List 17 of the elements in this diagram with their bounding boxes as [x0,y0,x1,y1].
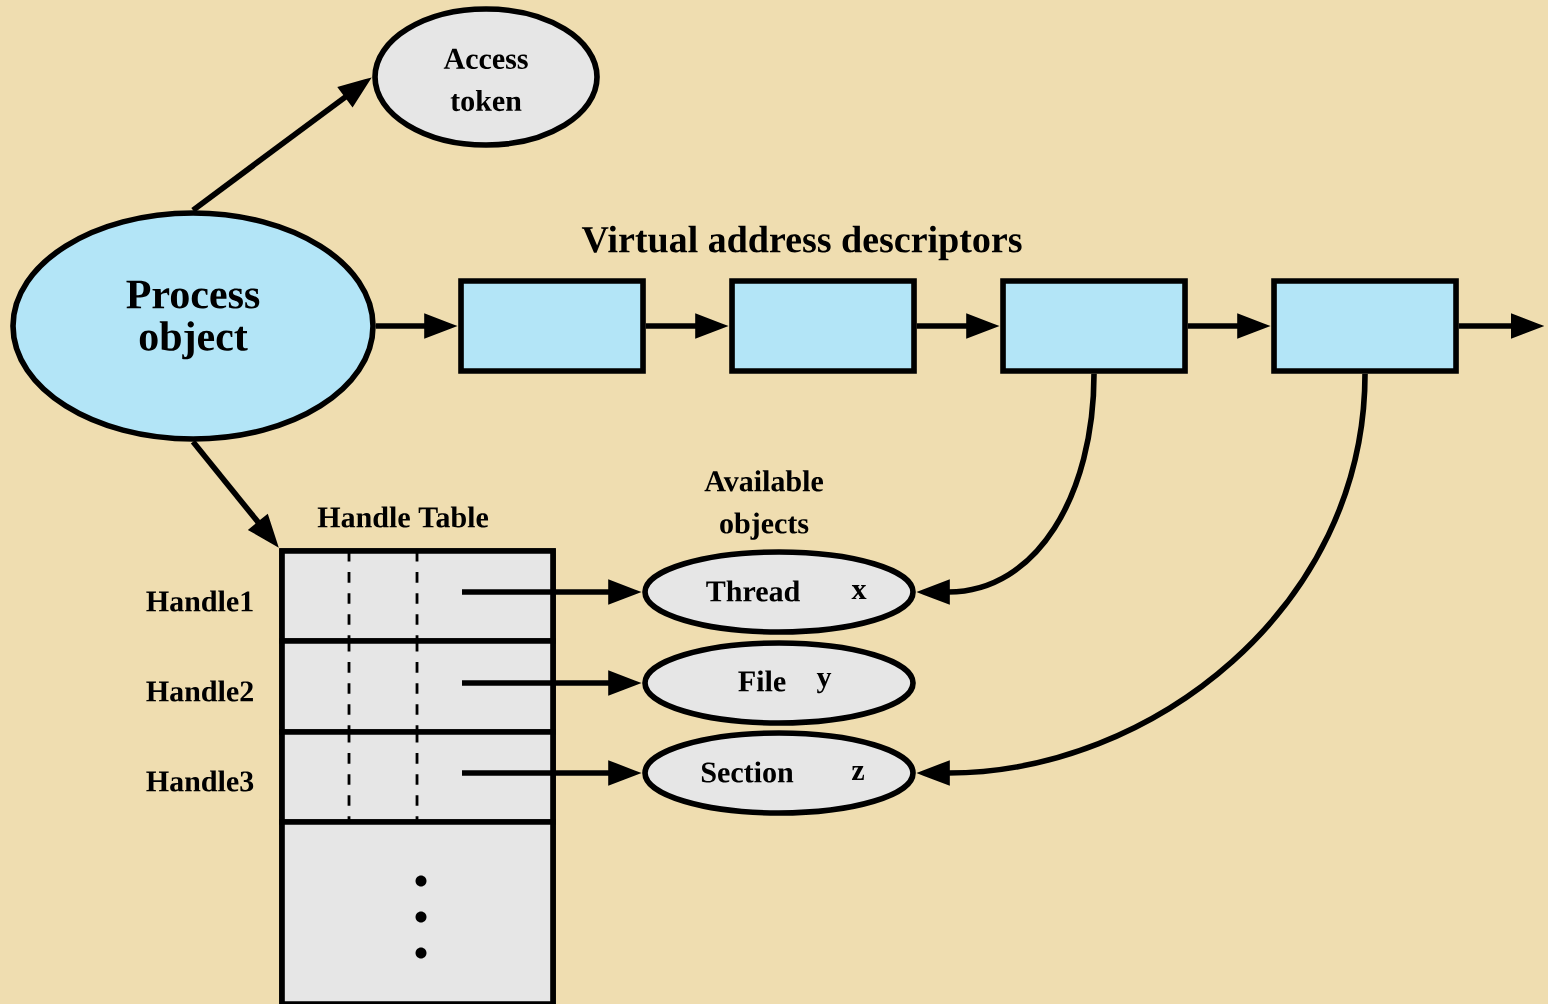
handle-label: Handle1 [146,590,253,612]
node-label: Handle Table [317,506,489,528]
node-label: y [816,672,832,694]
node-label: x [851,585,867,599]
node-label: Thread [706,580,800,602]
node-label: File [738,670,786,692]
node-label: Process object [126,280,260,360]
descriptor-box [1000,278,1188,374]
heading: Virtual address descriptors [581,225,1022,261]
handle-label: Handle3 [146,770,254,792]
descriptor-box [458,278,646,374]
node-label: z [851,766,865,780]
descriptor-box [729,278,917,374]
handle-label: Handle2 [146,680,253,702]
descriptor-box [1271,278,1459,374]
node-label: Section [701,761,794,783]
node-label: Access token [443,48,528,112]
